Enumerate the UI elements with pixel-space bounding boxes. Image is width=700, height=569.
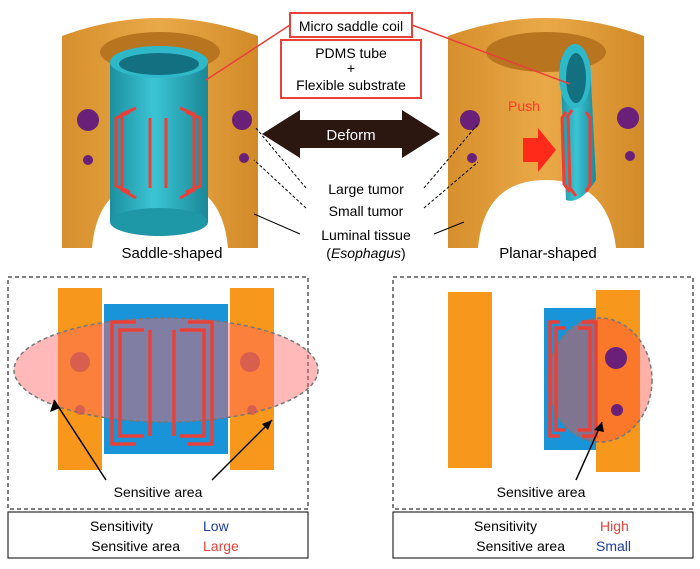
saddle-shaped-label: Saddle-shaped [122,245,223,262]
sensitive-area-left [13,317,319,423]
left-sensitivity-label: Sensitivity [90,518,153,534]
pdms-label-line2: Flexible substrate [296,77,406,93]
planar-shaped-illustration: Push [448,18,644,248]
small-tumor-right-a [467,153,477,163]
right-sensitivity-label: Sensitivity [474,518,537,534]
left-sensitivity-panel: Sensitive area Sensitivity Low Sensitive… [7,276,319,559]
left-area-label: Sensitive area [91,538,180,554]
large-tumor-label: Large tumor [328,181,404,197]
pdms-label-line1: PDMS tube [315,45,387,61]
saddle-coil-right [560,109,592,197]
saddle-shaped-illustration [62,18,258,248]
small-tumor-right-b [625,151,635,161]
large-tumor-right-a [460,110,480,130]
coil-right-flat [548,320,598,438]
saddle-coil-left [114,106,202,200]
right-area-value: Small [596,538,631,554]
tissue-strip-right-a [448,292,492,468]
push-arrow [523,128,556,172]
pdms-label-box [280,39,422,99]
deform-label: Deform [326,127,375,144]
luminal-tissue-label: Luminal tissue [321,227,411,243]
right-area-label: Sensitive area [476,538,565,554]
pdms-tube-left [110,62,208,222]
small-tumor-left-b [239,153,249,163]
right-sensitivity-panel: Sensitive area Sensitivity High Sensitiv… [392,276,694,559]
left-sensitivity-value: Low [203,518,230,534]
large-tumor-left-a [77,109,99,131]
right-sensitivity-value: High [600,518,629,534]
svg-text:(Esophagus): (Esophagus) [326,245,405,261]
left-sensitive-area-label: Sensitive area [114,484,203,500]
left-area-value: Large [203,538,239,554]
deform-arrow [262,110,440,158]
luminal-tissue-right [448,18,644,248]
small-tumor-left-a [83,155,93,165]
coil-label: Micro saddle coil [299,18,403,34]
coil-left-flat [110,320,214,446]
esophagus-label: Esophagus [331,245,401,261]
coil-label-box [289,12,413,38]
large-tumor-left-b [232,110,252,130]
sensitive-area-right [547,317,653,443]
small-tumor-label: Small tumor [329,203,404,219]
large-tumor-right-b [617,107,639,129]
planar-shaped-label: Planar-shaped [499,245,597,262]
center-callouts: Micro saddle coil PDMS tube + Flexible s… [205,12,571,261]
pdms-label-plus: + [347,60,355,76]
push-label: Push [508,98,540,114]
substrate-right [544,308,604,450]
right-sensitive-area-label: Sensitive area [497,484,586,500]
